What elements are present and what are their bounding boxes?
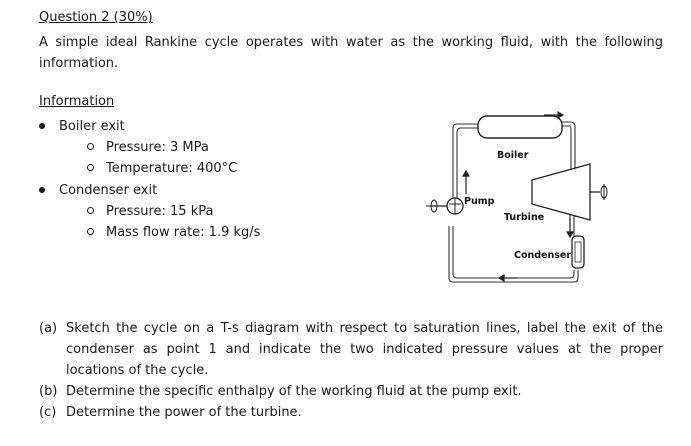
bullet-condenser-exit: Condenser exit — [39, 183, 157, 198]
bullet-dot-icon — [39, 186, 45, 193]
turbine-label: Turbine — [504, 212, 544, 223]
boiler-shape — [477, 115, 563, 139]
pump-label: Pump — [464, 196, 495, 207]
sub-bullet-icon — [87, 207, 94, 214]
arrow-up-icon — [461, 169, 471, 177]
sub-bullet-icon — [87, 143, 94, 150]
sub-bullet-icon — [87, 164, 94, 171]
part-c: (c) Determine the power of the turbine. — [39, 405, 302, 420]
rankine-cycle-diagram: Boiler Turbine Condenser Pump — [426, 110, 608, 283]
sub-bullet-icon — [87, 228, 94, 235]
sub-item-boiler-temperature: Temperature: 400°C — [87, 161, 237, 176]
bullet-dot-icon — [39, 122, 45, 129]
condenser-label: Condenser — [514, 250, 571, 261]
arrow-right-icon — [557, 110, 565, 120]
flow-arrows — [461, 110, 575, 283]
information-heading: Information — [39, 94, 115, 109]
question-parts: (a) Sketch the cycle on a T-s diagram wi… — [39, 318, 663, 423]
boiler-label: Boiler — [497, 150, 529, 161]
turbine-shape — [531, 163, 591, 221]
turbine-shaft-coupling-icon — [600, 184, 608, 200]
part-a: (a) Sketch the cycle on a T-s diagram wi… — [39, 321, 663, 378]
sub-item-boiler-pressure: Pressure: 3 MPa — [87, 140, 209, 155]
question-intro: A simple ideal Rankine cycle operates wi… — [39, 35, 663, 71]
sub-item-condenser-pressure: Pressure: 15 kPa — [87, 204, 213, 219]
condenser-shape — [571, 235, 585, 269]
arrow-down-icon — [565, 231, 575, 239]
pump-shaft-coupling-icon — [426, 199, 438, 213]
part-b: (b) Determine the specific enthalpy of t… — [39, 384, 522, 399]
group-label-condenser: Condenser exit — [59, 183, 158, 198]
question-title: Question 2 (30%) — [39, 10, 153, 25]
group-label-boiler: Boiler exit — [59, 119, 125, 134]
arrow-left-icon — [497, 273, 505, 283]
bullet-boiler-exit: Boiler exit — [39, 119, 125, 134]
sub-item-mass-flow: Mass flow rate: 1.9 kg/s — [87, 225, 260, 240]
